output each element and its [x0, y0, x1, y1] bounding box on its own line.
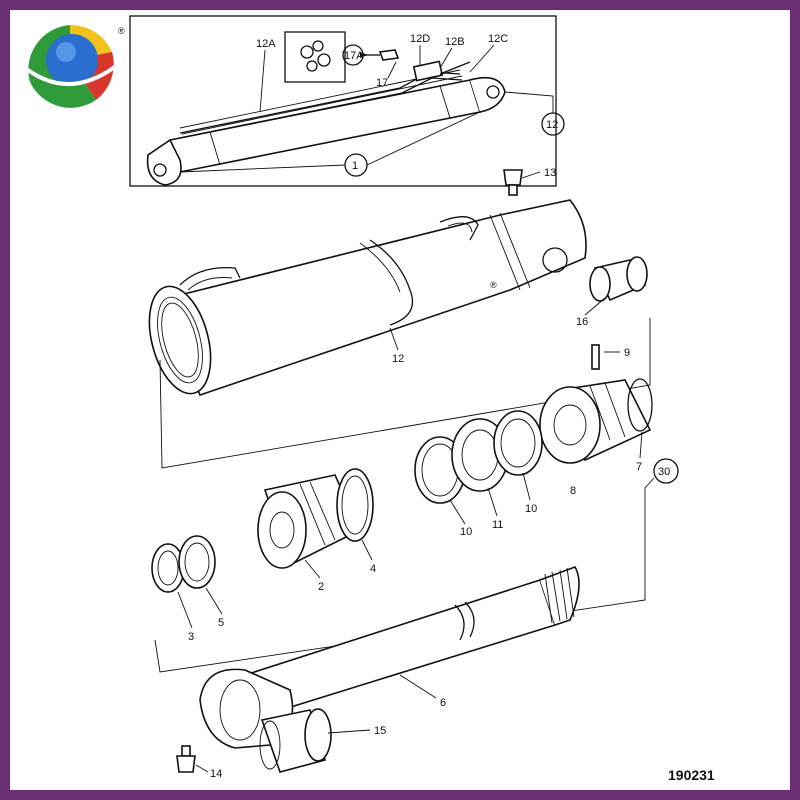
callout-12: 12	[392, 353, 404, 365]
callout-16: 16	[576, 316, 588, 328]
assembly-overview-box: 17A 17 12A 12D 12B 12C 12 1	[129, 15, 565, 187]
company-logo-icon: ®	[26, 24, 125, 108]
callout-14: 14	[210, 768, 222, 780]
callout-12d: 12D	[410, 33, 430, 45]
pin-9-icon	[591, 344, 600, 370]
bush-16-icon	[589, 256, 648, 302]
o-ring-set-icon	[300, 40, 331, 72]
grease-nipple-14-icon	[176, 745, 196, 773]
callout-12b: 12B	[445, 36, 465, 48]
barrel-registered-mark: ®	[490, 280, 497, 290]
overview-cylinder-body	[146, 69, 506, 186]
registered-mark: ®	[118, 26, 125, 36]
callout-15: 15	[374, 725, 386, 737]
cylinder-barrel: ®	[148, 199, 587, 396]
callout-12a: 12A	[256, 38, 276, 50]
o-ring-4-icon	[336, 468, 374, 542]
callout-17: 17	[376, 77, 388, 89]
piston-8-icon	[539, 378, 653, 464]
callout-11: 11	[492, 519, 503, 531]
callout-13: 13	[544, 167, 556, 179]
callout-2: 2	[318, 581, 324, 593]
frame-border-left	[0, 0, 10, 800]
callout-12-boxed: 12	[546, 119, 558, 131]
frame-border-top	[0, 0, 800, 10]
group-outline-lower	[154, 477, 655, 673]
callout-9: 9	[624, 347, 630, 359]
callout-10-left: 10	[460, 526, 472, 538]
frame-border-right	[790, 0, 800, 800]
callout-5: 5	[218, 617, 224, 629]
callout-10-right: 10	[525, 503, 537, 515]
callout-12c: 12C	[488, 33, 508, 45]
wear-ring-10b-icon	[493, 410, 543, 476]
callout-7: 7	[636, 461, 642, 473]
figure-number: 190231	[668, 767, 715, 783]
callout-1: 1	[352, 160, 358, 172]
callout-6: 6	[440, 697, 446, 709]
group-outline-upper	[159, 318, 651, 469]
callout-8: 8	[570, 485, 576, 497]
grease-nipple-13-icon	[503, 169, 523, 196]
callout-4: 4	[370, 563, 376, 575]
callout-17a: 17A	[344, 50, 364, 62]
pin-15-icon	[259, 708, 332, 773]
callout-30: 30	[658, 466, 670, 478]
seal-5-icon	[178, 535, 216, 589]
callout-3: 3	[188, 631, 194, 643]
frame-border-bottom	[0, 790, 800, 800]
